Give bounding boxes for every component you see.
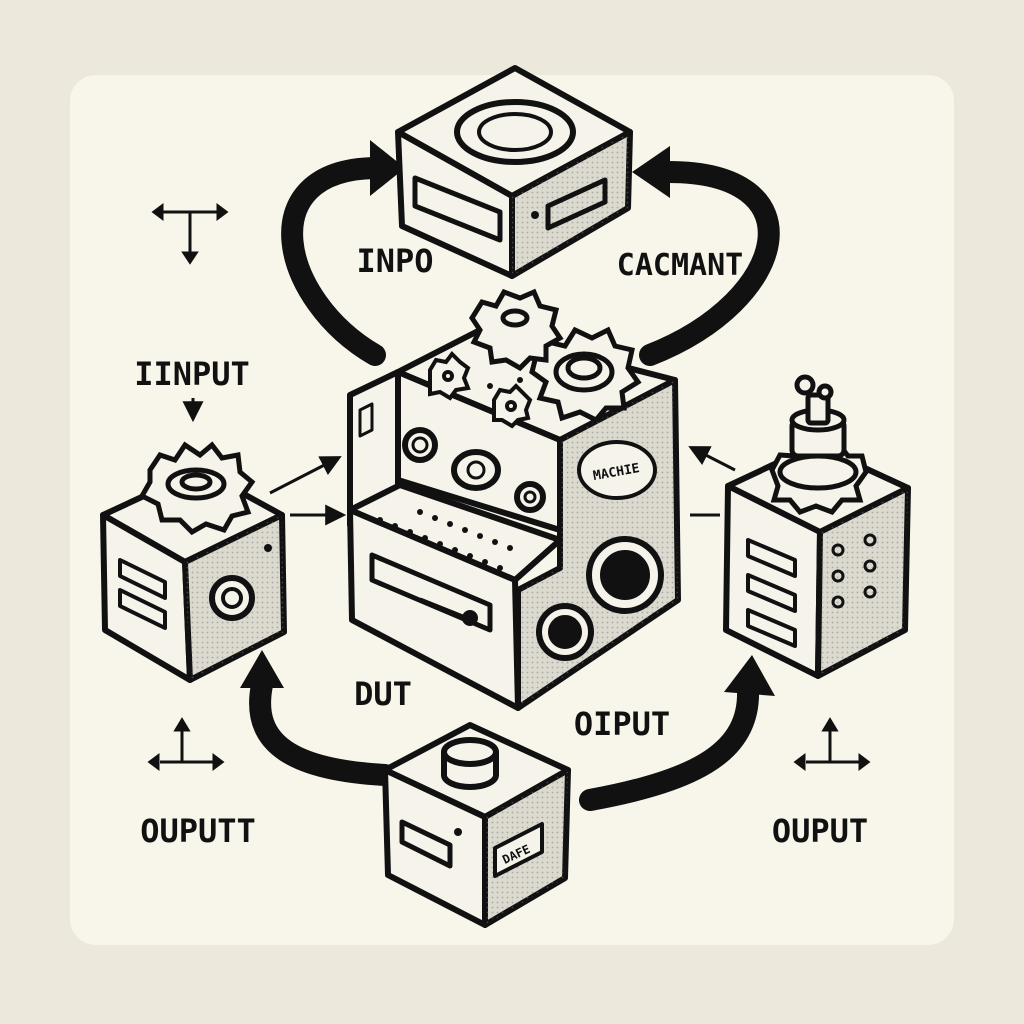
label-oiput: OIPUT	[574, 705, 670, 743]
label-iinput: IINPUT	[134, 355, 250, 393]
thin-arrows	[182, 398, 736, 526]
gear-icon-machine-small-2	[492, 383, 533, 429]
gear-stack-icon-right	[769, 374, 869, 515]
top-right-arrowhead	[632, 146, 670, 198]
axis-icon-top-left	[151, 203, 229, 265]
label-inpo: INPO	[356, 242, 433, 280]
label-cacmant: CACMANT	[617, 248, 743, 283]
top-loop-arrow	[281, 157, 780, 366]
label-dut: DUT	[354, 675, 412, 713]
central-machine	[347, 327, 681, 711]
label-ouput: OUPUT	[772, 812, 868, 850]
top-left-arrowhead	[370, 140, 405, 196]
gear-icon-machine-large	[529, 326, 642, 424]
gear-icon-left	[138, 441, 256, 536]
bottom-loop-arrow	[249, 674, 760, 811]
output-module-box-bottom	[382, 722, 571, 928]
gear-icon-machine-small-1	[428, 350, 471, 401]
axis-icon-bottom-left	[147, 717, 225, 771]
bottom-right-arrowhead	[724, 655, 775, 696]
top-module-box	[395, 65, 633, 279]
bottom-left-arrowhead	[240, 650, 284, 688]
axis-icon-bottom-right	[793, 717, 871, 771]
output-module-box-right	[723, 442, 911, 679]
label-ouputt: OUPUTT	[140, 812, 256, 850]
gear-icon-machine-top	[469, 288, 564, 372]
